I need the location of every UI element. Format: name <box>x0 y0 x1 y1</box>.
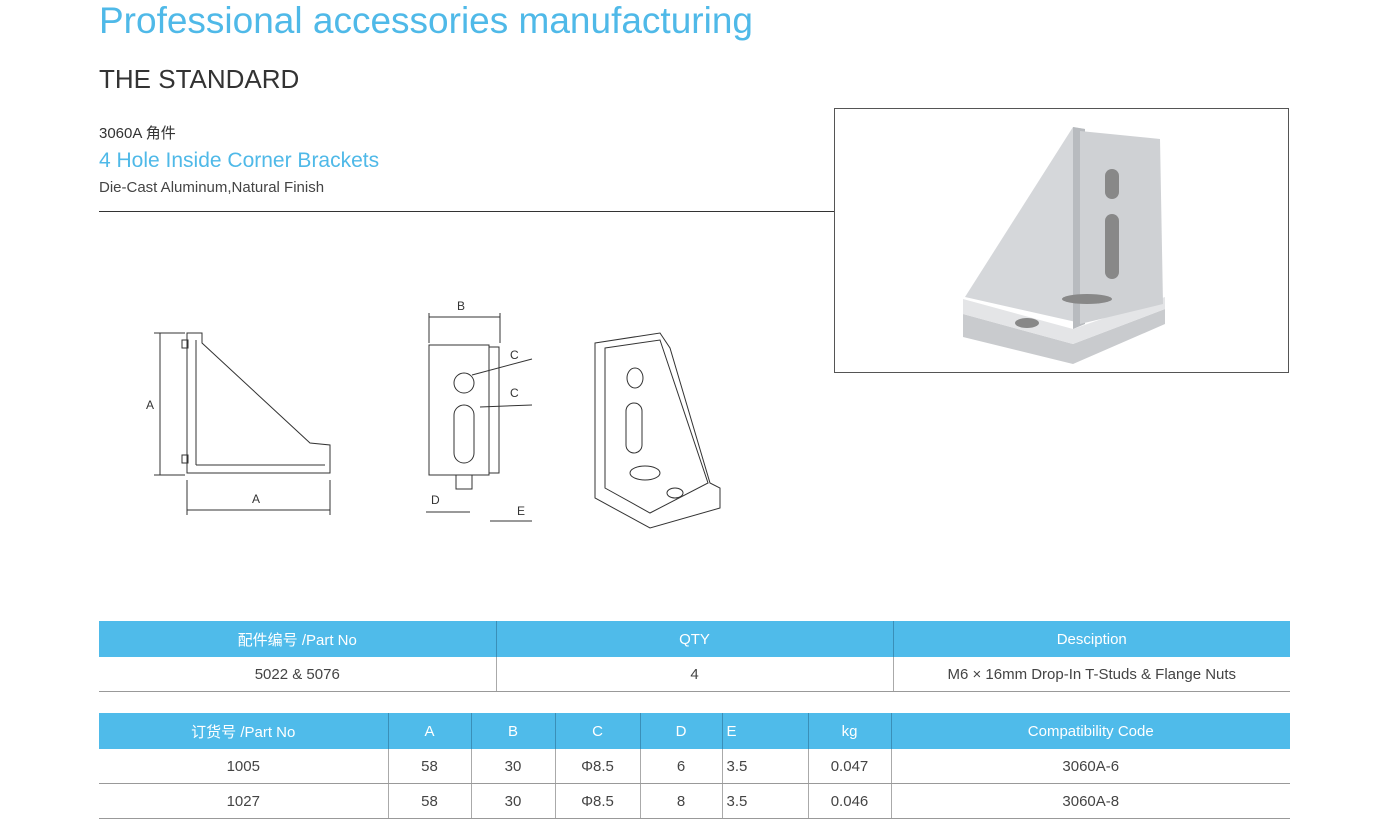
column-header: Compatibility Code <box>890 713 1290 749</box>
dim-label-c: C <box>510 386 519 400</box>
cell: 0.046 <box>807 783 891 819</box>
column-header: E <box>721 713 808 749</box>
cell: 1005 <box>99 749 388 784</box>
cell: 30 <box>470 749 555 784</box>
front-view: B C C D E <box>426 299 533 522</box>
cell: Φ8.5 <box>554 749 640 784</box>
cell: 30 <box>470 783 555 819</box>
cell: 0.047 <box>807 749 891 784</box>
page-title: Professional accessories manufacturing <box>99 0 753 41</box>
product-photo <box>834 108 1289 373</box>
technical-drawing: A A B C C D E <box>146 299 533 522</box>
column-header: 订货号 /Part No <box>99 713 388 749</box>
cell: M6 × 16mm Drop-In T-Studs & Flange Nuts <box>892 657 1290 692</box>
cell: 3.5 <box>721 749 808 784</box>
column-header: A <box>387 713 471 749</box>
dim-label-e: E <box>517 504 525 518</box>
column-header: kg <box>807 713 891 749</box>
product-material: Die-Cast Aluminum,Natural Finish <box>99 179 325 196</box>
bracket-photo-image <box>963 127 1165 364</box>
cell: 58 <box>387 749 471 784</box>
cell: 1027 <box>99 783 388 819</box>
side-view: A A <box>146 332 331 515</box>
column-header: D <box>639 713 722 749</box>
cell: 3.5 <box>721 783 808 819</box>
cell: 3060A-6 <box>890 749 1290 784</box>
dim-label-a: A <box>146 398 154 412</box>
spec-table: 订货号 /Part No A B C D E kg Compatibility … <box>99 713 1290 819</box>
cell: Φ8.5 <box>554 783 640 819</box>
dim-label-c: C <box>510 348 519 362</box>
cell: 3060A-8 <box>890 783 1290 819</box>
column-header: C <box>554 713 640 749</box>
column-header: QTY <box>495 621 893 657</box>
dim-label-b: B <box>457 299 465 313</box>
accessory-table: 配件编号 /Part No QTY Desciption 5022 & 5076… <box>99 621 1290 692</box>
cell: 4 <box>495 657 893 692</box>
isometric-drawing <box>594 332 721 529</box>
cell: 6 <box>639 749 722 784</box>
section-heading: THE STANDARD <box>99 64 300 94</box>
column-header: 配件编号 /Part No <box>99 621 496 657</box>
product-name: 4 Hole Inside Corner Brackets <box>99 149 380 172</box>
column-header: B <box>470 713 555 749</box>
divider <box>99 211 835 212</box>
cell: 5022 & 5076 <box>99 657 496 692</box>
dim-label-d: D <box>431 493 440 507</box>
table-row: 1005 58 30 Φ8.5 6 3.5 0.047 3060A-6 <box>99 749 1290 784</box>
cell: 8 <box>639 783 722 819</box>
column-header: Desciption <box>892 621 1290 657</box>
product-code: 3060A 角件 <box>99 125 176 142</box>
table-row: 1027 58 30 Φ8.5 8 3.5 0.046 3060A-8 <box>99 783 1290 819</box>
cell: 58 <box>387 783 471 819</box>
table-row: 5022 & 5076 4 M6 × 16mm Drop-In T-Studs … <box>99 657 1290 692</box>
dim-label-a: A <box>252 492 260 506</box>
